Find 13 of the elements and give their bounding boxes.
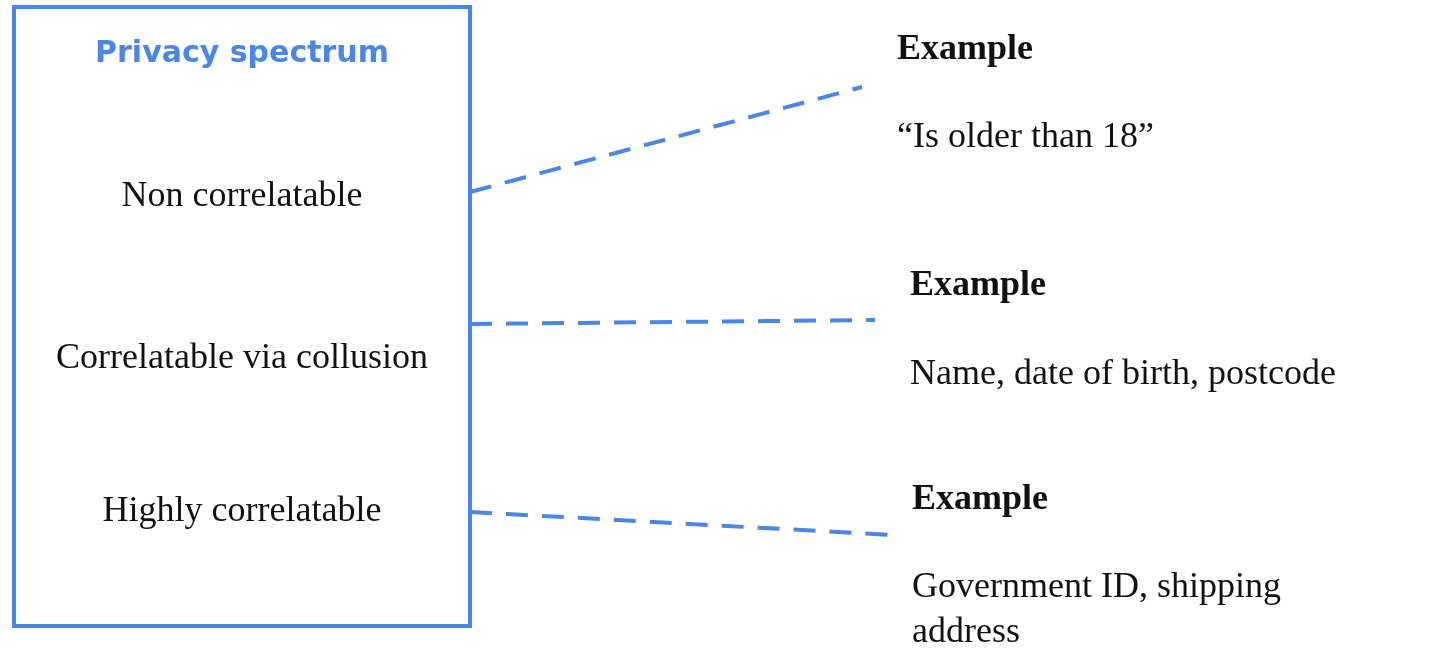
category-label: Highly correlatable xyxy=(101,487,383,531)
example-text: Name, date of birth, postcode xyxy=(910,351,1336,394)
category-label: Correlatable via collusion xyxy=(56,334,428,378)
example-heading: Example xyxy=(897,26,1033,69)
category-label: Non correlatable xyxy=(120,172,364,216)
example-text: Government ID, shipping address xyxy=(912,564,1282,649)
example-heading: Example xyxy=(910,262,1046,305)
connector-line xyxy=(469,85,863,194)
box-title: Privacy spectrum xyxy=(94,33,390,71)
example-text: “Is older than 18” xyxy=(897,114,1154,157)
connector-line xyxy=(470,318,875,326)
example-heading: Example xyxy=(912,476,1048,519)
spectrum-box xyxy=(12,5,472,628)
